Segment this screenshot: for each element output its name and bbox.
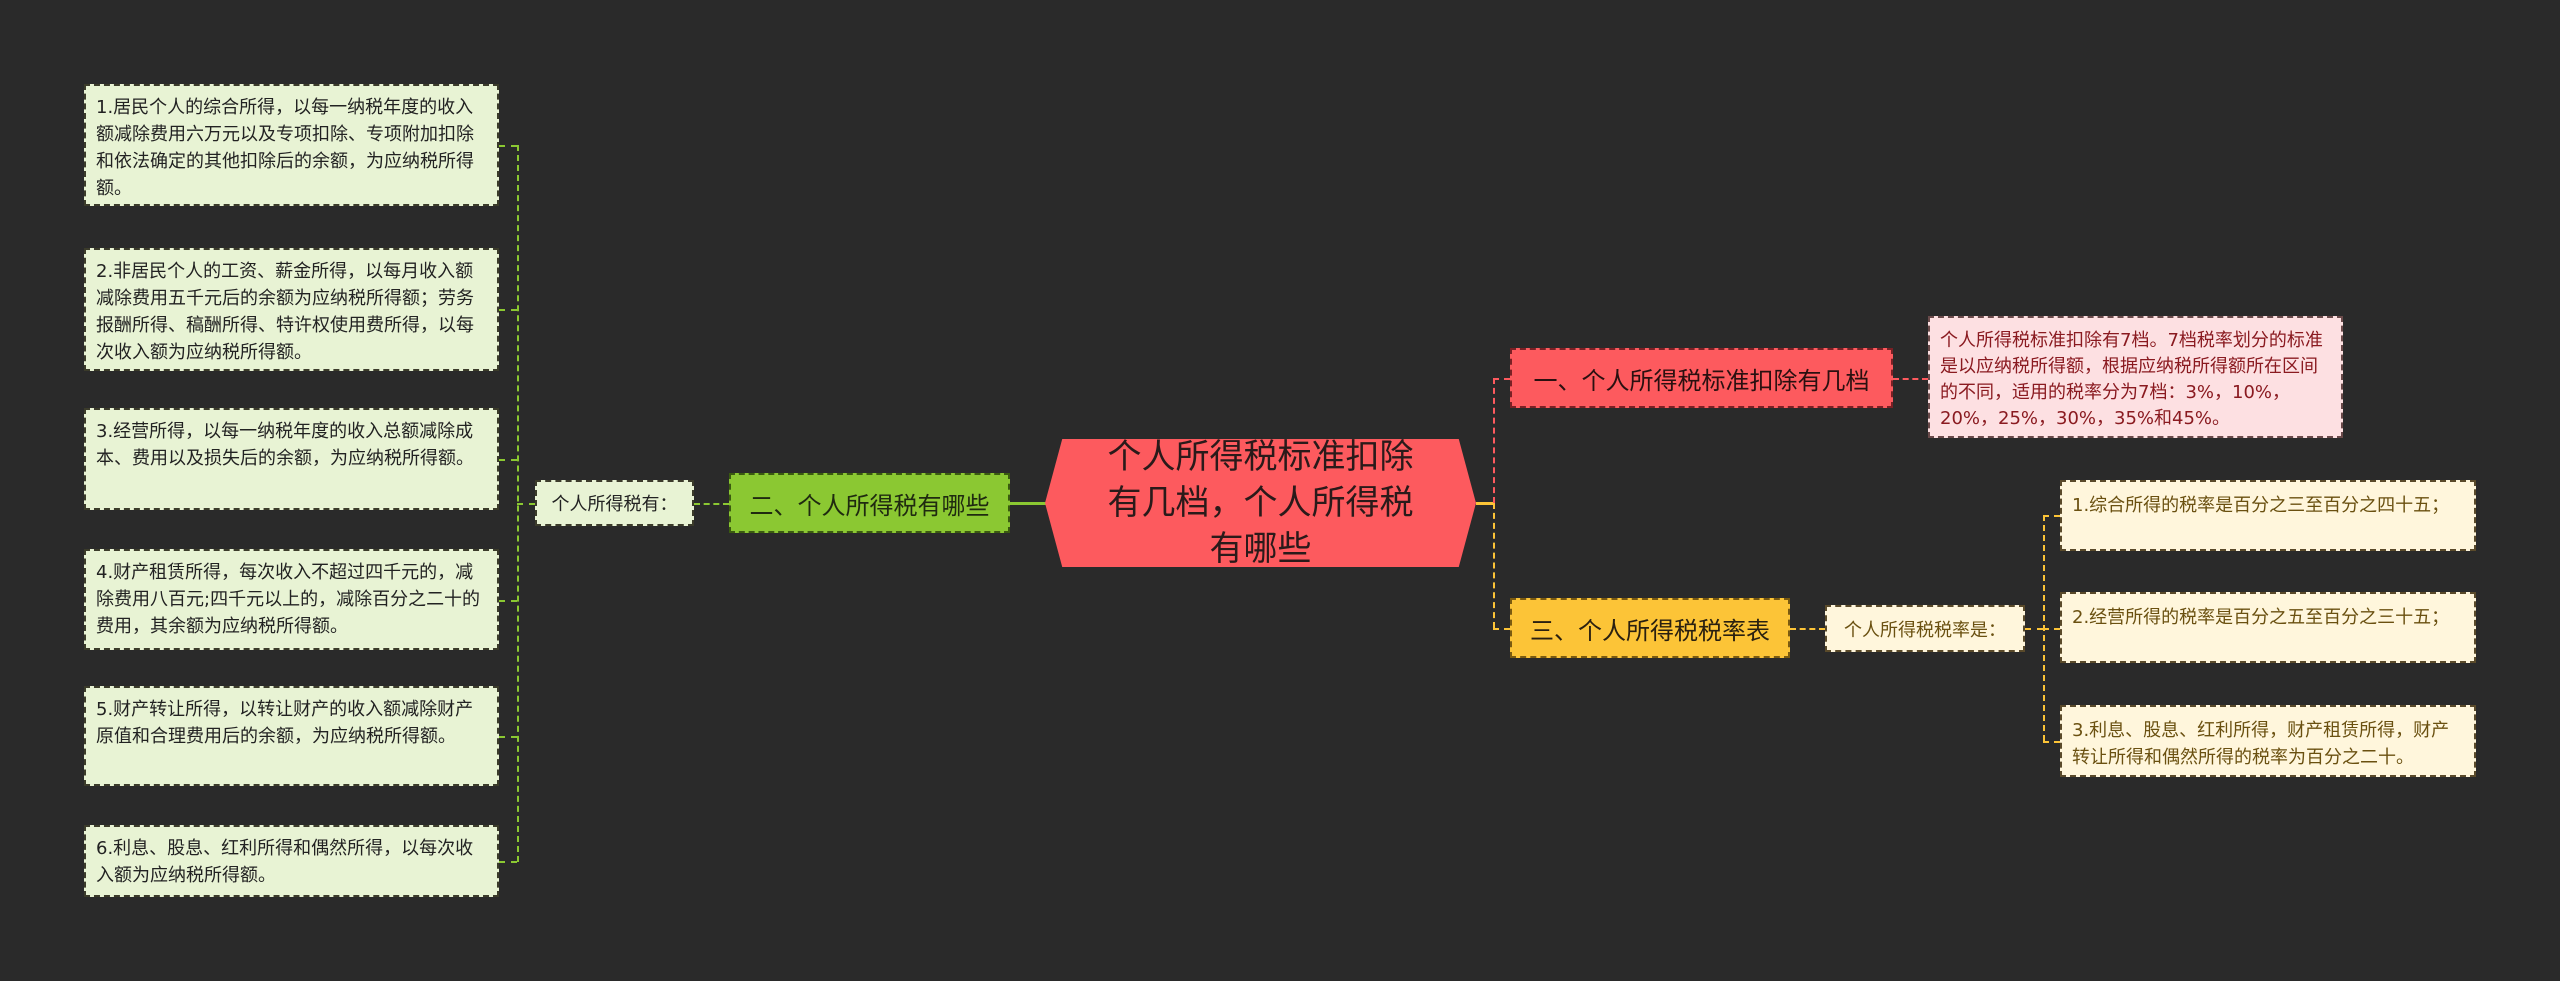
leaf-income-2-text: 2.非居民个人的工资、薪金所得，以每月收入额减除费用五千元后的余额为应纳税所得额…: [96, 261, 474, 363]
connector-rate-1: [2043, 515, 2060, 517]
leaf-income-5-text: 5.财产转让所得，以转让财产的收入额减除财产原值和合理费用后的余额，为应纳税所得…: [96, 699, 474, 747]
leaf-rate-3-text: 3.利息、股息、红利所得，财产租赁所得，财产转让所得和偶然所得的税率为百分之二十…: [2072, 720, 2450, 768]
leaf-rate-2[interactable]: 2.经营所得的税率是百分之五至百分之三十五；: [2060, 592, 2476, 663]
leaf-income-4-text: 4.财产租赁所得，每次收入不超过四千元的，减除费用八百元;四千元以上的，减除百分…: [96, 562, 481, 637]
label-taxes-are-text: 个人所得税有：: [551, 494, 678, 515]
leaf-income-3[interactable]: 3.经营所得，以每一纳税年度的收入总额减除成本、费用以及损失后的余额，为应纳税所…: [84, 408, 499, 510]
connector-yellow-topic-to-label: [1790, 628, 1825, 630]
connector-topic-to-label: [694, 503, 729, 505]
connector-leaf-2: [499, 309, 517, 311]
connector-rate-2: [2043, 628, 2060, 630]
topic-tax-rate-table-text: 三、个人所得税税率表: [1530, 616, 1770, 645]
leaf-income-6-text: 6.利息、股息、红利所得和偶然所得，以每次收入额为应纳税所得额。: [96, 838, 474, 886]
connector-center-to-left: [1010, 502, 1050, 505]
connector-right-trunk-red: [1493, 378, 1495, 503]
connector-leaf-4: [499, 600, 517, 602]
leaf-deduction-detail[interactable]: 个人所得税标准扣除有7档。7档税率划分的标准是以应纳税所得额，根据应纳税所得额所…: [1928, 316, 2343, 438]
connector-left-trunk: [517, 145, 519, 862]
leaf-rate-2-text: 2.经营所得的税率是百分之五至百分之三十五；: [2072, 607, 2450, 628]
connector-leaf-1: [499, 145, 517, 147]
leaf-income-5[interactable]: 5.财产转让所得，以转让财产的收入额减除财产原值和合理费用后的余额，为应纳税所得…: [84, 686, 499, 786]
connector-rate-3: [2043, 741, 2060, 743]
connector-to-red-topic: [1493, 378, 1510, 380]
connector-label-to-trunk: [517, 503, 535, 505]
leaf-income-1-text: 1.居民个人的综合所得，以每一纳税年度的收入额减除费用六万元以及专项扣除、专项附…: [96, 97, 474, 199]
topic-deduction-levels-text: 一、个人所得税标准扣除有几档: [1533, 366, 1870, 395]
central-topic-text: 个人所得税标准扣除有几档，个人所得税有哪些: [1107, 437, 1414, 569]
label-rates-are[interactable]: 个人所得税税率是：: [1825, 605, 2025, 652]
leaf-rate-3[interactable]: 3.利息、股息、红利所得，财产租赁所得，财产转让所得和偶然所得的税率为百分之二十…: [2060, 705, 2476, 777]
connector-label-to-rate-trunk: [2025, 628, 2043, 630]
leaf-rate-1-text: 1.综合所得的税率是百分之三至百分之四十五；: [2072, 495, 2450, 516]
topic-deduction-levels[interactable]: 一、个人所得税标准扣除有几档: [1510, 348, 1893, 408]
connector-right-trunk-yellow: [1493, 503, 1495, 628]
leaf-income-6[interactable]: 6.利息、股息、红利所得和偶然所得，以每次收入额为应纳税所得额。: [84, 825, 499, 897]
label-taxes-are[interactable]: 个人所得税有：: [535, 480, 694, 526]
topic-what-taxes-text: 二、个人所得税有哪些: [749, 491, 990, 520]
central-topic[interactable]: 个人所得税标准扣除有几档，个人所得税有哪些: [1045, 439, 1476, 567]
topic-what-taxes[interactable]: 二、个人所得税有哪些: [729, 473, 1010, 533]
connector-leaf-3: [499, 459, 517, 461]
leaf-income-1[interactable]: 1.居民个人的综合所得，以每一纳税年度的收入额减除费用六万元以及专项扣除、专项附…: [84, 84, 499, 206]
connector-leaf-5: [499, 736, 517, 738]
topic-tax-rate-table[interactable]: 三、个人所得税税率表: [1510, 598, 1790, 658]
connector-red-topic-to-detail: [1893, 378, 1928, 380]
leaf-deduction-detail-text: 个人所得税标准扣除有7档。7档税率划分的标准是以应纳税所得额，根据应纳税所得额所…: [1940, 330, 2323, 429]
leaf-income-3-text: 3.经营所得，以每一纳税年度的收入总额减除成本、费用以及损失后的余额，为应纳税所…: [96, 421, 474, 469]
label-rates-are-text: 个人所得税税率是：: [1844, 619, 2006, 641]
leaf-income-2[interactable]: 2.非居民个人的工资、薪金所得，以每月收入额减除费用五千元后的余额为应纳税所得额…: [84, 248, 499, 371]
leaf-rate-1[interactable]: 1.综合所得的税率是百分之三至百分之四十五；: [2060, 480, 2476, 551]
connector-center-to-right: [1476, 502, 1494, 505]
connector-to-yellow-topic: [1493, 628, 1510, 630]
leaf-income-4[interactable]: 4.财产租赁所得，每次收入不超过四千元的，减除费用八百元;四千元以上的，减除百分…: [84, 549, 499, 650]
connector-leaf-6: [499, 861, 517, 863]
